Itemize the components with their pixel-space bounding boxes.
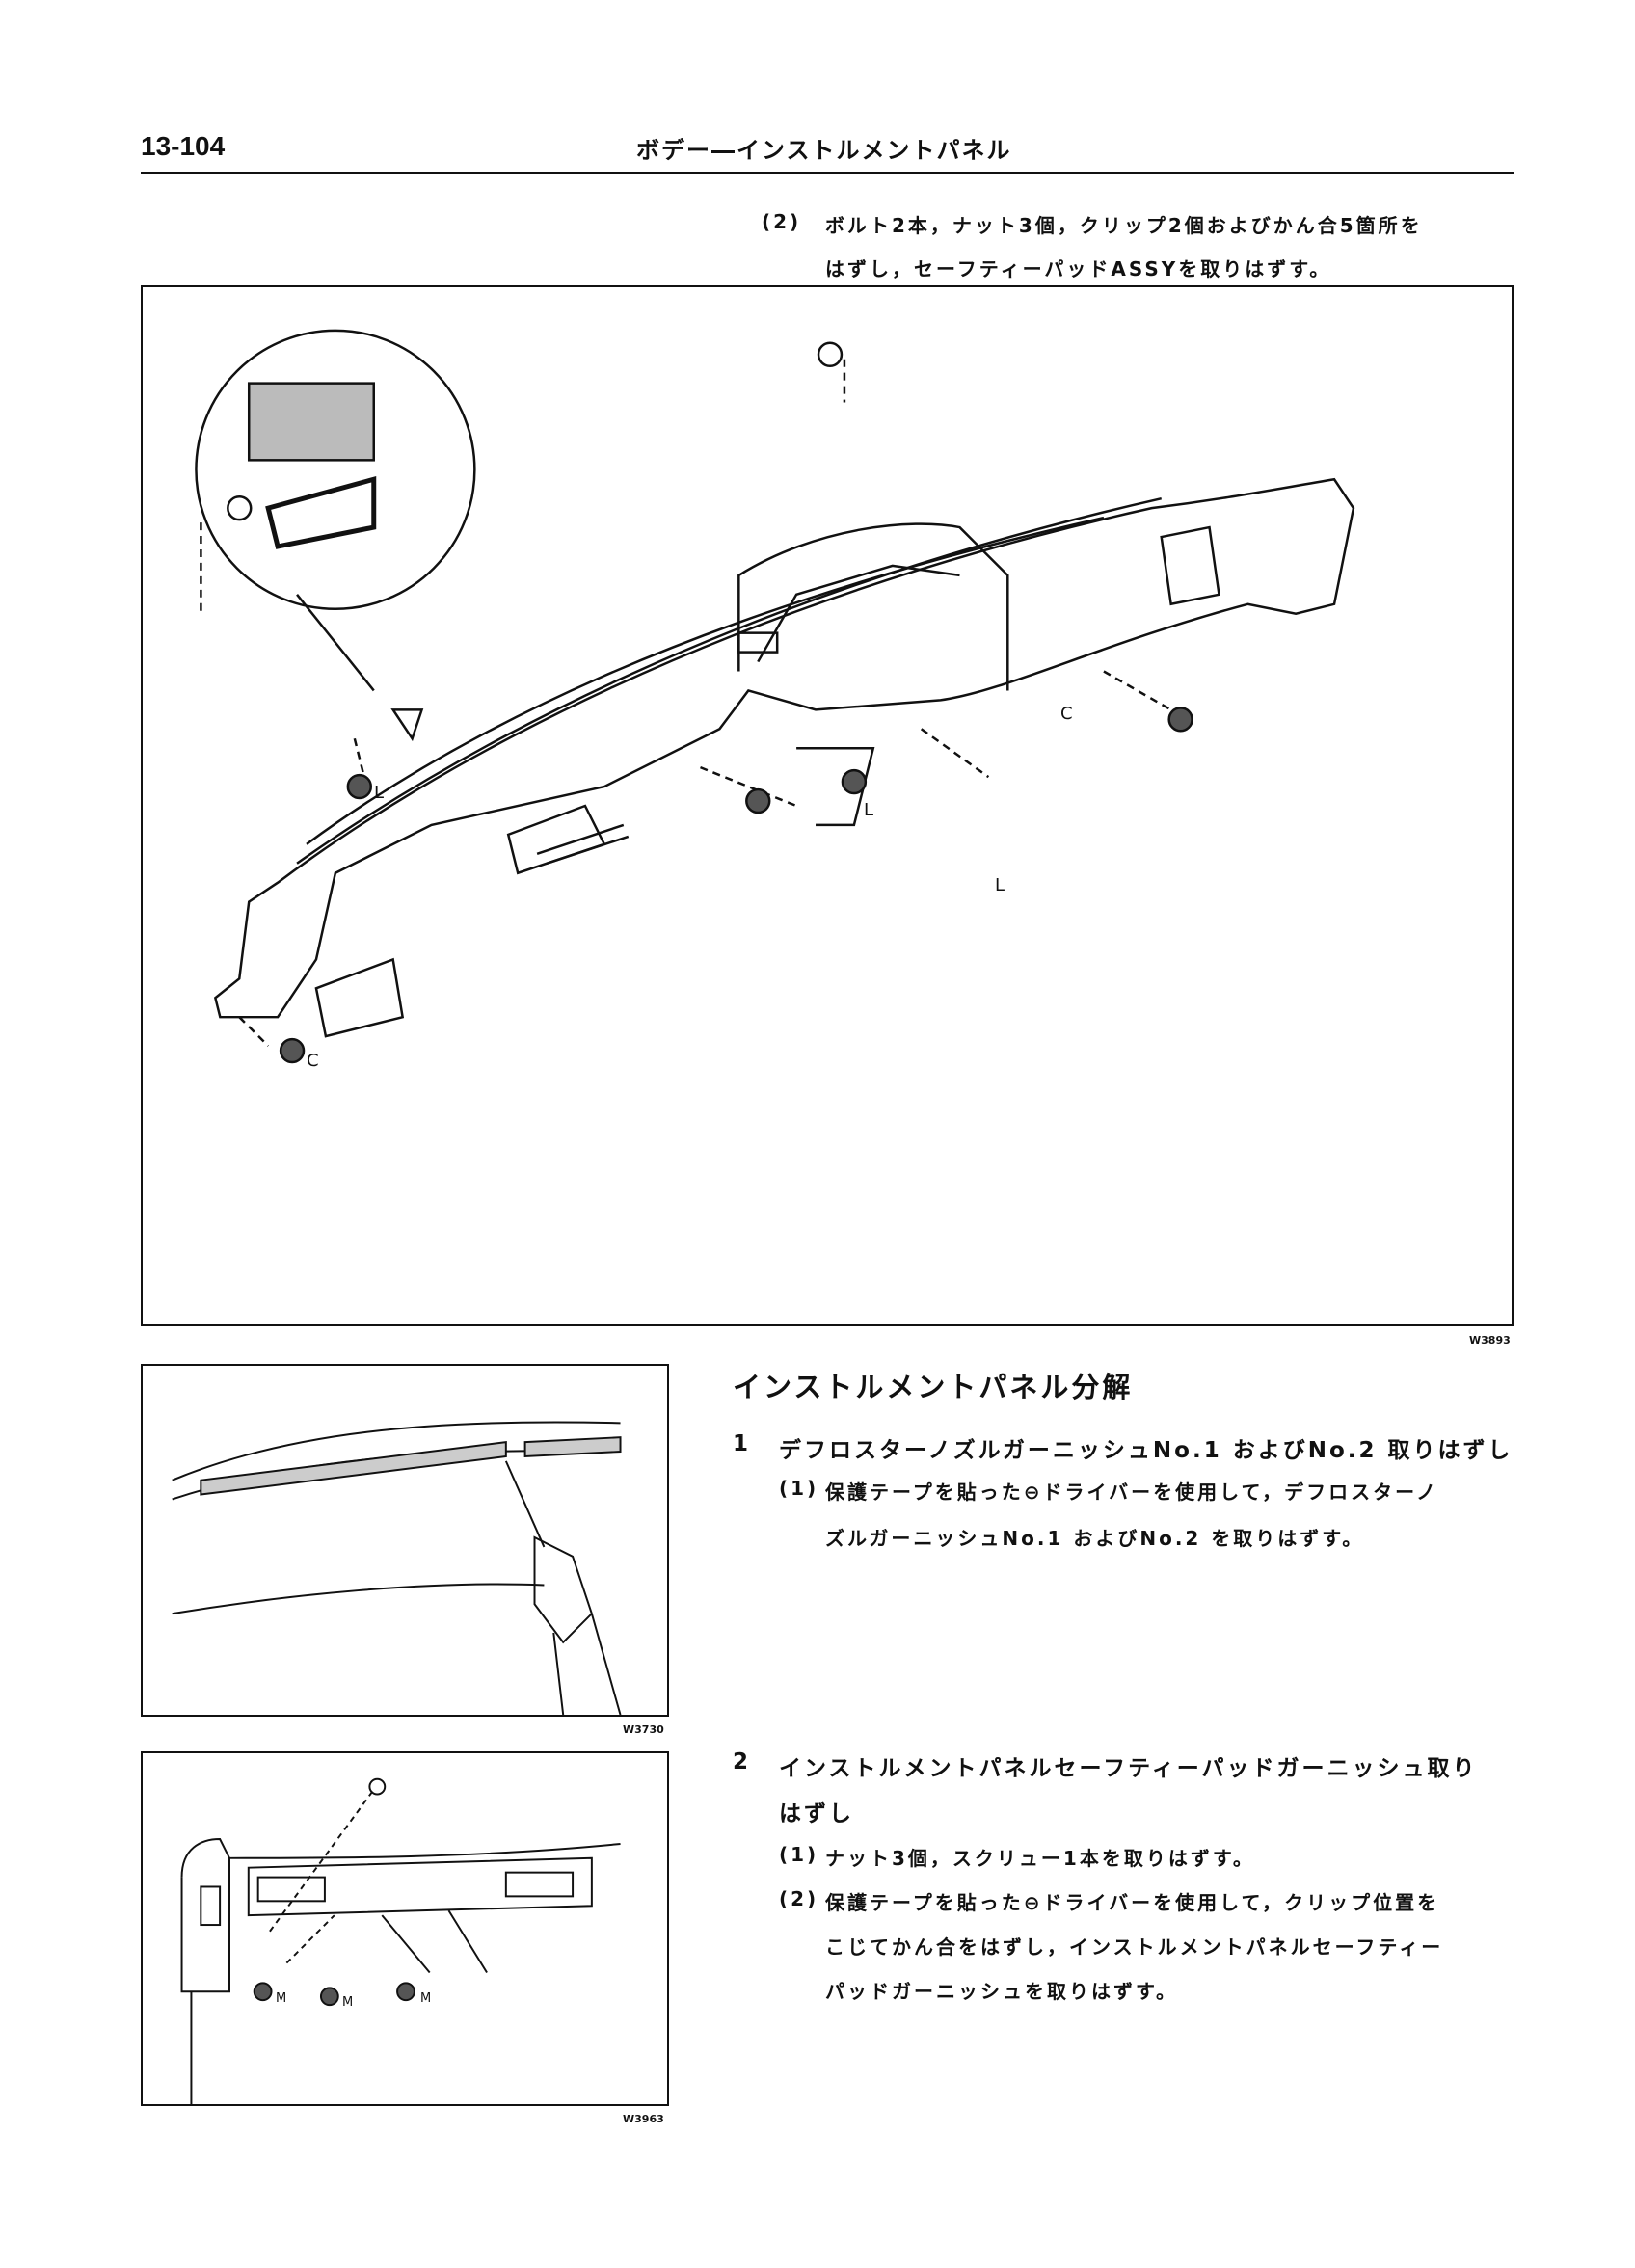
callout-l: L [995, 875, 1005, 895]
callout-l: L [374, 783, 385, 803]
item-title: デフロスターノズルガーニッシュNo.1 およびNo.2 取りはずし [779, 1438, 1514, 1463]
callout-m: M [342, 1995, 354, 2010]
fasteners [227, 341, 1193, 1064]
step-text-line: 保護テープを貼った⊖ドライバーを使用して，デフロスターノ [825, 1481, 1438, 1504]
callout-c: C [1060, 704, 1073, 724]
callout-m: M [276, 1991, 287, 2006]
figure-defroster-garnish [141, 1364, 669, 1717]
item-number: 2 [733, 1749, 752, 1774]
callout-l: L [864, 800, 874, 820]
item-number: 1 [733, 1431, 752, 1456]
step-number: (2) [762, 210, 802, 233]
step-text-line: こじてかん合をはずし，インストルメントパネルセーフティー [825, 1935, 1444, 1959]
step-text-line: ナット3個，スクリュー1本を取りはずす。 [825, 1847, 1255, 1870]
section-title: インストルメントパネル分解 [733, 1371, 1134, 1403]
dashboard-drawing [213, 477, 1355, 1038]
figure-id: W3893 [1469, 1334, 1511, 1347]
page-number: 13-104 [141, 131, 226, 161]
callout-m: M [420, 1991, 432, 2006]
callout-c: C [307, 1051, 319, 1071]
step-text-line: 保護テープを貼った⊖ドライバーを使用して，クリップ位置を [825, 1891, 1440, 1914]
step-text-line: ズルガーニッシュNo.1 およびNo.2 を取りはずす。 [825, 1527, 1365, 1550]
page-header-title: ボデー―インストルメントパネル [636, 137, 1012, 164]
step-number: (1) [779, 1843, 819, 1866]
figure-dashboard-removal [141, 285, 1514, 1326]
item-title: インストルメントパネルセーフティーパッドガーニッシュ取り [779, 1756, 1478, 1781]
figure-safety-pad-garnish [141, 1751, 669, 2106]
step-text-line: パッドガーニッシュを取りはずす。 [825, 1980, 1178, 2003]
detail-inset-circle [195, 329, 476, 692]
step-number: (1) [779, 1477, 819, 1500]
figure-id: W3963 [623, 2113, 664, 2125]
step-text-line: はずし，セーフティーパッドASSYを取りはずす。 [825, 257, 1332, 280]
leader-lines [200, 359, 1172, 1047]
header-rule [141, 172, 1514, 174]
step-number: (2) [779, 1887, 819, 1910]
item-title: はずし [779, 1801, 854, 1827]
figure-id: W3730 [623, 1723, 664, 1736]
step-text-line: ボルト2本，ナット3個，クリップ2個およびかん合5箇所を [825, 214, 1423, 237]
